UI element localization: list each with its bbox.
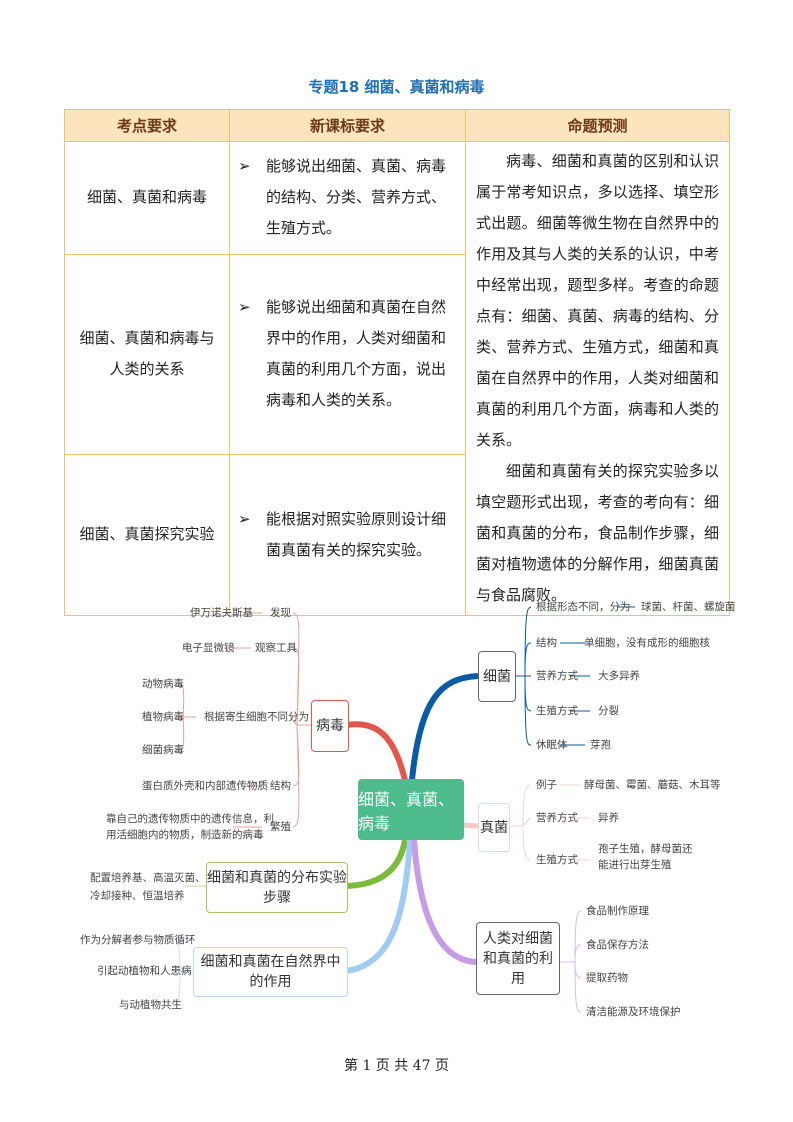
leaf: 清洁能源及环境保护	[586, 1006, 681, 1018]
leaf: 结构	[536, 637, 557, 649]
leaf: 单细胞，没有成形的细胞核	[584, 637, 710, 649]
node-bacteria: 细菌	[478, 651, 516, 702]
topic-cell: 细菌、真菌和病毒	[64, 141, 230, 255]
leaf: 伊万诺夫斯基	[190, 607, 253, 619]
leaf: 作为分解者参与物质循环	[80, 934, 196, 946]
branch-distribution	[345, 839, 408, 889]
bullet-arrow-icon: ➢	[238, 509, 251, 528]
leaf: 生殖方式	[536, 705, 578, 717]
leaf: 营养方式	[536, 670, 578, 682]
leaf: 电子显微镜	[182, 642, 235, 654]
node-nature: 细菌和真菌在自然界中的作用	[193, 947, 348, 997]
branch-bacteria	[409, 673, 479, 781]
leaf: 孢子生殖，酵母菌还	[598, 843, 693, 855]
prediction-paragraph: 病毒、细菌和真菌的区别和认识属于常考知识点，多以选择、填空形式出题。细菌等微生物…	[476, 152, 719, 449]
leaf: 蛋白质外壳和内部遗传物质	[142, 780, 268, 792]
requirements-table: 考点要求 新课标要求 命题预测 细菌、真菌和病毒 ➢能够说出细菌、真菌、病毒的结…	[64, 109, 730, 617]
topic-cell: 细菌、真菌探究实验	[64, 453, 230, 617]
bullet-arrow-icon: ➢	[238, 157, 251, 176]
leaf: 植物病毒	[142, 711, 184, 723]
leaf: 结构	[270, 780, 291, 792]
prediction-cell: 病毒、细菌和真菌的区别和认识属于常考知识点，多以选择、填空形式出题。细菌等微生物…	[465, 141, 730, 616]
leaf: 酵母菌、霉菌、蘑菇、木耳等	[584, 779, 721, 791]
leaf: 动物病毒	[142, 678, 184, 690]
leaf: 球菌、杆菌、螺旋菌	[641, 601, 736, 613]
header-prediction: 命题预测	[465, 109, 730, 142]
branch-fungi	[462, 822, 479, 829]
leaf: 根据寄生细胞不同分为	[204, 711, 309, 723]
leaf: 冷却接种、恒温培养	[90, 890, 185, 902]
leaf: 观察工具	[255, 642, 297, 654]
leaf: 能进行出芽生殖	[598, 859, 672, 871]
leaf: 引起动植物和人患病	[97, 965, 192, 977]
branch-nature	[345, 839, 413, 974]
node-fungi: 真菌	[478, 803, 510, 852]
branch-virus	[346, 721, 408, 781]
leaf: 提取药物	[586, 972, 628, 984]
node-virus: 病毒	[311, 700, 349, 752]
header-standard: 新课标要求	[229, 109, 466, 142]
leaf: 配置培养基、高温灭菌、	[90, 872, 206, 884]
leaf: 异养	[598, 812, 619, 824]
leaf: 食品制作原理	[586, 905, 649, 917]
page-number: 第 1 页 共 47 页	[344, 1058, 449, 1074]
branch-use	[411, 839, 477, 965]
leaf: 根据形态不同，分为	[536, 601, 631, 613]
leaf: 细菌病毒	[142, 744, 184, 756]
standard-cell: ➢能根据对照实验原则设计细菌真菌有关的探究实验。	[229, 453, 466, 617]
leaf: 分裂	[598, 705, 619, 717]
leaf: 营养方式	[536, 812, 578, 824]
node-distribution: 细菌和真菌的分布实验步骤	[206, 862, 348, 913]
leaf: 发现	[270, 607, 291, 619]
leaf: 休眠体	[536, 739, 568, 751]
leaf: 与动植物共生	[119, 999, 182, 1011]
mindmap-center-node: 细菌、真菌、病毒	[358, 779, 464, 840]
topic-cell: 细菌、真菌和病毒与人类的关系	[64, 253, 230, 455]
leaf: 生殖方式	[536, 854, 578, 866]
leaf: 大多异养	[598, 670, 640, 682]
bullet-arrow-icon: ➢	[238, 298, 251, 317]
prediction-paragraph: 细菌和真菌有关的探究实验多以填空题形式出现，考查的考向有：细菌和真菌的分布，食品…	[476, 462, 719, 604]
leaf: 例子	[536, 779, 557, 791]
leaf: 繁殖	[270, 821, 291, 833]
leaf: 食品保存方法	[586, 939, 649, 951]
page-title: 专题18 细菌、真菌和病毒	[308, 78, 485, 96]
leaf: 芽孢	[590, 739, 611, 751]
standard-cell: ➢能够说出细菌、真菌、病毒的结构、分类、营养方式、生殖方式。	[229, 141, 466, 255]
node-use: 人类对细菌和真菌的利用	[476, 922, 560, 995]
leaf: 靠自己的遗传物质中的遗传信息，利	[106, 813, 274, 825]
leaf: 用活细胞内的物质，制造新的病毒	[106, 829, 264, 841]
